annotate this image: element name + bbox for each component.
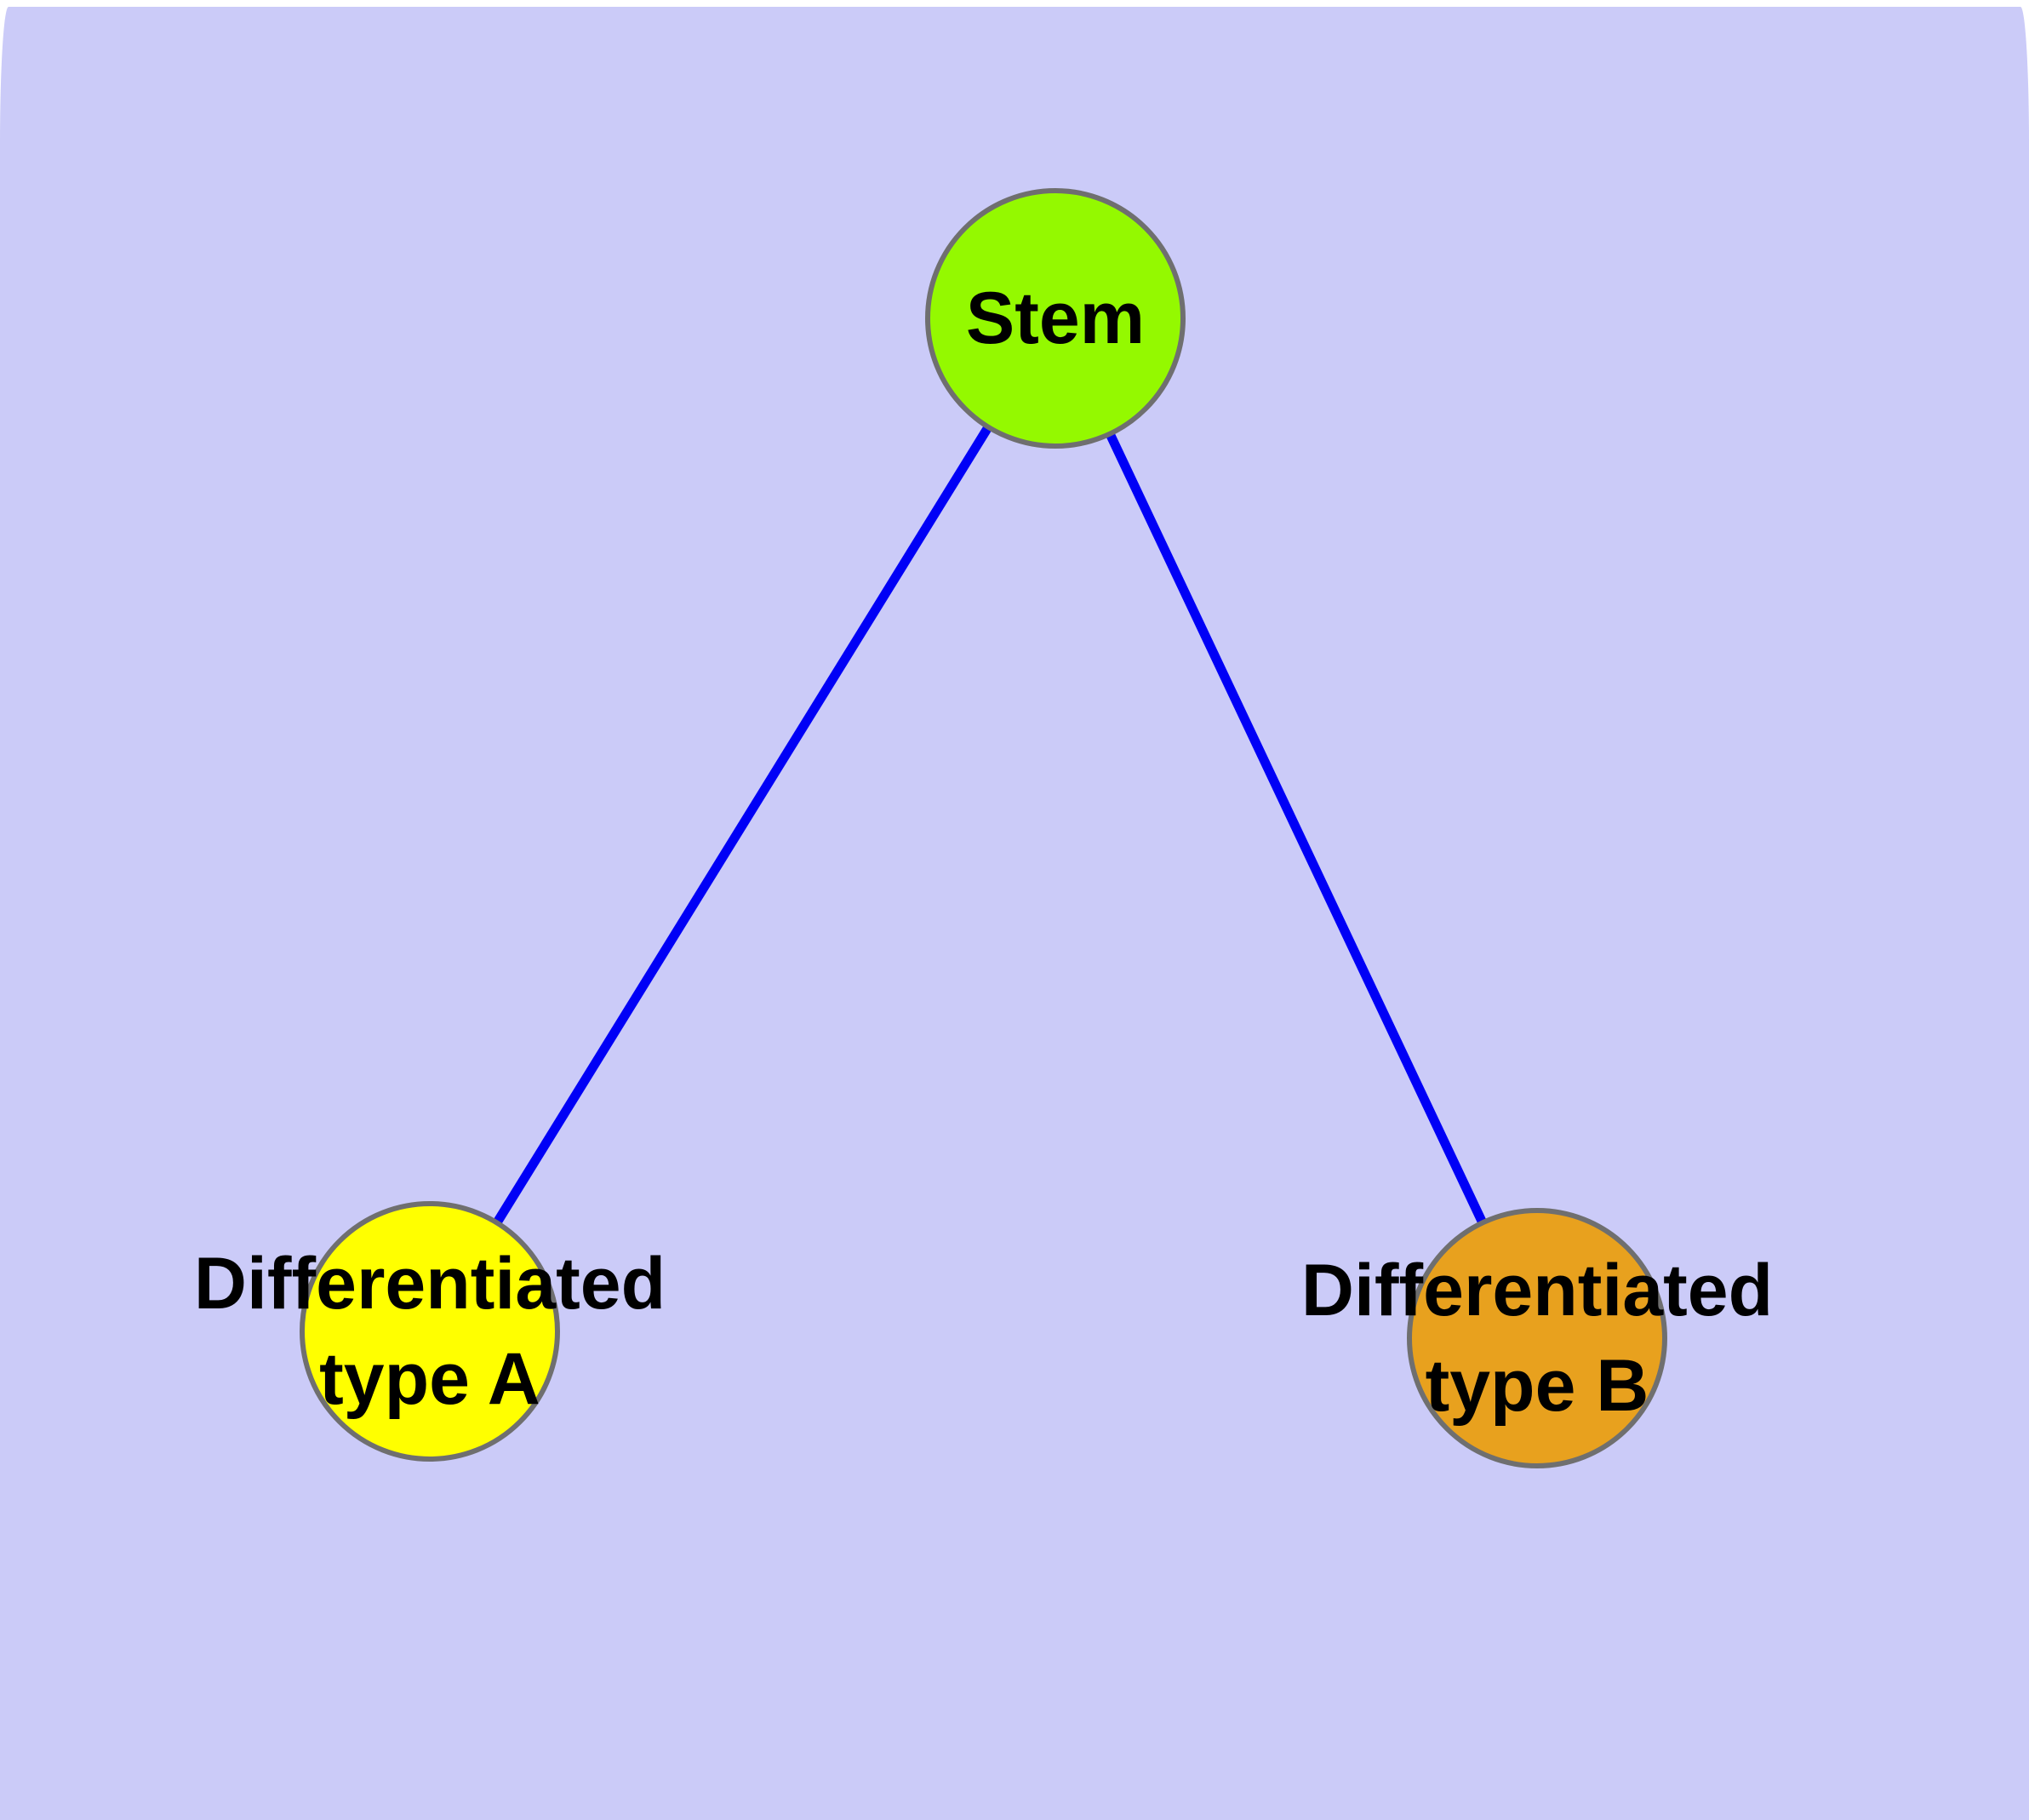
- edge-stem-to-diff-type-b: [1051, 316, 1541, 1341]
- node-diff-type-b: [1407, 1208, 1667, 1468]
- node-stem-label-line1: Stem: [966, 278, 1145, 359]
- node-diff-type-a: [300, 1201, 560, 1462]
- node-diff-type-b-label-line2: type B: [1426, 1345, 1649, 1427]
- node-diff-type-a-label-line1: Differentiated: [194, 1243, 666, 1325]
- edge-stem-to-diff-type-a: [426, 316, 1060, 1334]
- node-diff-type-a-label-line2: type A: [319, 1338, 540, 1420]
- node-diff-type-b-label-line1: Differentiated: [1301, 1250, 1773, 1331]
- node-stem: [925, 188, 1186, 449]
